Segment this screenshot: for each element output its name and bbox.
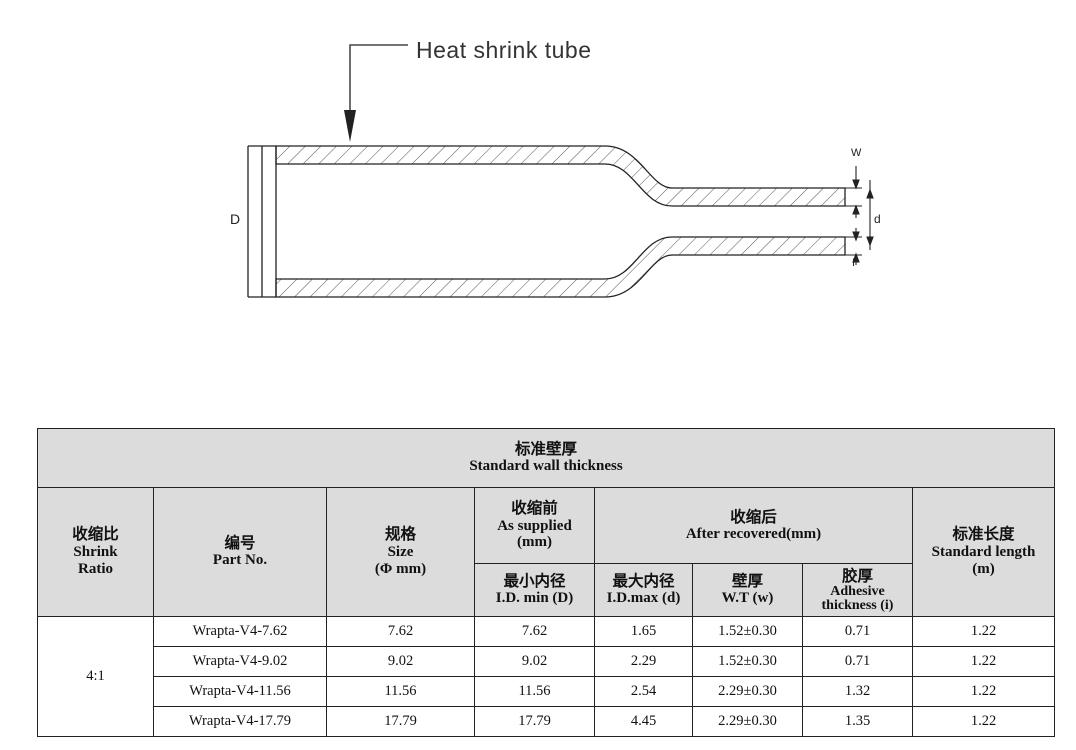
size-cell: 17.79 xyxy=(326,705,475,738)
header-wall-thickness: 壁厚 W.T (w) xyxy=(692,563,803,617)
part-no-cell: Wrapta-V4-17.79 xyxy=(153,705,327,738)
table-row: Wrapta-V4-17.79 17.79 17.79 4.45 2.29±0.… xyxy=(38,705,1055,738)
header-supplied-en2: (mm) xyxy=(517,534,552,551)
dim-label-w: W xyxy=(851,147,862,159)
length-cell: 1.22 xyxy=(912,645,1055,677)
id-max-cell: 2.29 xyxy=(594,645,693,677)
table-row: Wrapta-V4-11.56 11.56 11.56 2.54 2.29±0.… xyxy=(38,675,1055,707)
callout-label: Heat shrink tube xyxy=(416,37,591,63)
dim-label-d: d xyxy=(874,212,881,226)
length-cell: 1.22 xyxy=(912,615,1055,647)
dim-label-i: I xyxy=(852,257,855,269)
header-supplied-en1: As supplied xyxy=(497,517,572,534)
wall-thickness-cell: 2.29±0.30 xyxy=(692,705,803,738)
header-ratio-en1: Shrink xyxy=(73,543,118,560)
header-adh-en2: thickness (i) xyxy=(821,597,894,613)
tube-left-end xyxy=(247,145,277,298)
spec-table: 标准壁厚 Standard wall thickness 收缩比 Shrink … xyxy=(37,427,1055,738)
header-idmin-zh: 最小内径 xyxy=(503,571,566,590)
wall-thickness-cell: 1.52±0.30 xyxy=(692,645,803,677)
size-cell: 9.02 xyxy=(326,645,475,677)
header-id-min: 最小内径 I.D. min (D) xyxy=(474,563,595,617)
length-cell: 1.22 xyxy=(912,705,1055,738)
adhesive-cell: 0.71 xyxy=(802,615,913,647)
header-part-en: Part No. xyxy=(212,552,268,569)
id-max-cell: 2.54 xyxy=(594,675,693,707)
header-standard-length: 标准长度 Standard length (m) xyxy=(912,487,1055,617)
heat-shrink-tube-diagram: Heat shrink tube D W d I xyxy=(230,37,881,298)
tube-wall-top xyxy=(275,145,846,207)
header-length-unit: (m) xyxy=(972,560,995,577)
header-ratio-en2: Ratio xyxy=(78,560,113,577)
header-part-no: 编号 Part No. xyxy=(153,487,327,617)
table-row: Wrapta-V4-9.02 9.02 9.02 2.29 1.52±0.30 … xyxy=(38,645,1055,677)
table-title: 标准壁厚 Standard wall thickness xyxy=(37,427,1055,489)
header-recovered-zh: 收缩后 xyxy=(730,507,777,526)
header-ratio-zh: 收缩比 xyxy=(72,525,119,544)
tube-wall-bottom xyxy=(275,236,846,298)
header-as-supplied: 收缩前 As supplied (mm) xyxy=(474,487,595,565)
id-min-cell: 17.79 xyxy=(474,705,595,738)
header-wt-zh: 壁厚 xyxy=(731,571,763,590)
header-idmax-en: I.D.max (d) xyxy=(606,590,681,607)
part-no-cell: Wrapta-V4-7.62 xyxy=(153,615,327,647)
length-cell: 1.22 xyxy=(912,675,1055,707)
header-idmin-en: I.D. min (D) xyxy=(495,590,574,607)
size-cell: 11.56 xyxy=(326,675,475,707)
header-length-en: Standard length xyxy=(931,543,1036,560)
header-recovered-en: After recovered(mm) xyxy=(685,526,822,543)
shrink-ratio-cell: 4:1 xyxy=(37,615,154,738)
part-no-cell: Wrapta-V4-9.02 xyxy=(153,645,327,677)
id-min-cell: 9.02 xyxy=(474,645,595,677)
callout-leader xyxy=(344,44,408,142)
id-max-cell: 1.65 xyxy=(594,615,693,647)
header-size-unit: (Φ mm) xyxy=(374,560,427,577)
id-max-cell: 4.45 xyxy=(594,705,693,738)
header-adh-en1: Adhesive xyxy=(830,584,885,600)
header-id-max: 最大内径 I.D.max (d) xyxy=(594,563,693,617)
header-part-zh: 编号 xyxy=(224,533,256,552)
adhesive-cell: 1.35 xyxy=(802,705,913,738)
table-title-zh: 标准壁厚 xyxy=(514,440,577,459)
header-supplied-zh: 收缩前 xyxy=(511,499,558,518)
wall-thickness-cell: 2.29±0.30 xyxy=(692,675,803,707)
adhesive-cell: 0.71 xyxy=(802,645,913,677)
wall-thickness-cell: 1.52±0.30 xyxy=(692,615,803,647)
table-row: 4:1 Wrapta-V4-7.62 7.62 7.62 1.65 1.52±0… xyxy=(37,615,1055,738)
header-size: 规格 Size (Φ mm) xyxy=(326,487,475,617)
header-length-zh: 标准长度 xyxy=(952,525,1015,544)
id-min-cell: 11.56 xyxy=(474,675,595,707)
header-adhesive-thickness: 胶厚 Adhesive thickness (i) xyxy=(802,563,913,617)
header-wt-en: W.T (w) xyxy=(721,590,774,607)
header-idmax-zh: 最大内径 xyxy=(612,571,675,590)
header-shrink-ratio: 收缩比 Shrink Ratio xyxy=(37,487,154,617)
dim-label-D: D xyxy=(230,211,240,227)
adhesive-cell: 1.32 xyxy=(802,675,913,707)
header-size-zh: 规格 xyxy=(384,525,416,544)
size-cell: 7.62 xyxy=(326,615,475,647)
header-size-en: Size xyxy=(387,543,414,560)
id-min-cell: 7.62 xyxy=(474,615,595,647)
header-after-recovered: 收缩后 After recovered(mm) xyxy=(594,487,913,565)
table-title-en: Standard wall thickness xyxy=(469,458,623,475)
dimension-marks xyxy=(845,166,874,265)
part-no-cell: Wrapta-V4-11.56 xyxy=(153,675,327,707)
header-adh-zh: 胶厚 xyxy=(841,567,873,586)
